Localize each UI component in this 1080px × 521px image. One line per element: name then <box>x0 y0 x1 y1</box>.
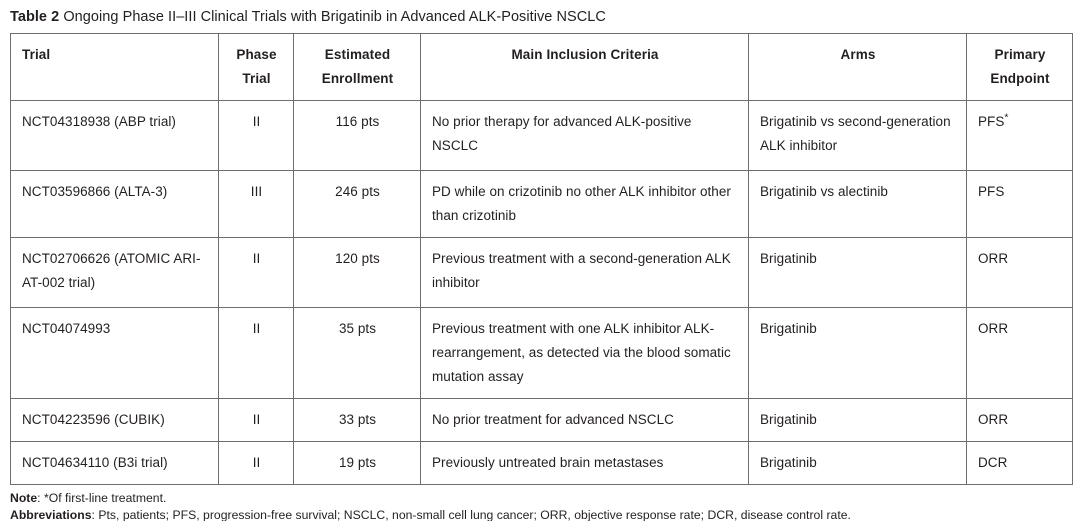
column-header-enrollment-line1: Estimated <box>324 47 391 62</box>
cell-endpoint: PFS <box>966 170 1073 238</box>
column-header-endpoint-line1: Primary <box>994 47 1046 62</box>
cell-endpoint: ORR <box>966 398 1073 442</box>
footnote-marker: * <box>1004 111 1009 124</box>
cell-enrollment: 246 pts <box>293 170 421 238</box>
cell-endpoint: DCR <box>966 441 1073 485</box>
column-header-arms: Arms <box>748 33 967 101</box>
cell-trial: NCT02706626 (ATOMIC ARI-AT-002 trial) <box>10 237 219 308</box>
cell-criteria: No prior treatment for advanced NSCLC <box>420 398 749 442</box>
table-row: NCT04318938 (ABP trial) II 116 pts No pr… <box>10 100 1073 171</box>
table-number: Table 2 <box>10 9 60 25</box>
footnote-note: Note: *Of first-line treatment. <box>10 490 1080 507</box>
footnote-abbreviations: Abbreviations: Pts, patients; PFS, progr… <box>10 507 1080 521</box>
cell-arms: Brigatinib <box>748 307 967 399</box>
table-row: NCT02706626 (ATOMIC ARI-AT-002 trial) II… <box>10 237 1073 308</box>
cell-enrollment: 33 pts <box>293 398 421 442</box>
cell-criteria: Previously untreated brain metastases <box>420 441 749 485</box>
cell-endpoint-text: PFS <box>978 114 1005 129</box>
cell-arms: Brigatinib <box>748 398 967 442</box>
table-row: NCT04634110 (B3i trial) II 19 pts Previo… <box>10 441 1073 485</box>
column-header-trial-label: Trial <box>22 47 51 62</box>
cell-arms: Brigatinib vs alectinib <box>748 170 967 238</box>
cell-arms: Brigatinib <box>748 237 967 308</box>
cell-phase: II <box>218 307 294 399</box>
table-row: NCT04074993 II 35 pts Previous treatment… <box>10 307 1073 399</box>
cell-criteria: Previous treatment with a second-generat… <box>420 237 749 308</box>
column-header-criteria-label: Main Inclusion Criteria <box>511 47 659 62</box>
footnote-abbrev-text: : Pts, patients; PFS, progression-free s… <box>91 507 851 521</box>
column-header-phase-line2: Trial <box>242 71 271 86</box>
footnote-abbrev-label: Abbreviations <box>10 507 92 521</box>
column-header-endpoint: Primary Endpoint <box>966 33 1073 101</box>
cell-phase: III <box>218 170 294 238</box>
cell-enrollment: 120 pts <box>293 237 421 308</box>
column-header-phase: Phase Trial <box>218 33 294 101</box>
cell-enrollment: 35 pts <box>293 307 421 399</box>
column-header-phase-line1: Phase <box>236 47 277 62</box>
cell-trial: NCT04318938 (ABP trial) <box>10 100 219 171</box>
column-header-endpoint-line2: Endpoint <box>990 71 1050 86</box>
cell-trial: NCT04074993 <box>10 307 219 399</box>
footnote-note-label: Note <box>10 491 38 505</box>
cell-criteria: PD while on crizotinib no other ALK inhi… <box>420 170 749 238</box>
cell-arms: Brigatinib vs second-generation ALK inhi… <box>748 100 967 171</box>
cell-endpoint: ORR <box>966 237 1073 308</box>
cell-arms: Brigatinib <box>748 441 967 485</box>
table-header-row: Trial Phase Trial Estimated Enrollment M… <box>10 33 1073 101</box>
cell-phase: II <box>218 398 294 442</box>
cell-phase: II <box>218 100 294 171</box>
table-row: NCT04223596 (CUBIK) II 33 pts No prior t… <box>10 398 1073 442</box>
cell-criteria: No prior therapy for advanced ALK-positi… <box>420 100 749 171</box>
table-footnotes: Note: *Of first-line treatment. Abbrevia… <box>10 490 1080 521</box>
cell-phase: II <box>218 237 294 308</box>
cell-phase: II <box>218 441 294 485</box>
cell-enrollment: 116 pts <box>293 100 421 171</box>
cell-endpoint: PFS* <box>966 100 1073 171</box>
table-caption-body: Ongoing Phase II–III Clinical Trials wit… <box>63 9 606 25</box>
cell-criteria: Previous treatment with one ALK inhibito… <box>420 307 749 399</box>
cell-trial: NCT03596866 (ALTA-3) <box>10 170 219 238</box>
cell-enrollment: 19 pts <box>293 441 421 485</box>
column-header-enrollment-line2: Enrollment <box>321 71 394 86</box>
cell-endpoint: ORR <box>966 307 1073 399</box>
column-header-trial: Trial <box>10 33 219 101</box>
column-header-criteria: Main Inclusion Criteria <box>420 33 749 101</box>
column-header-enrollment: Estimated Enrollment <box>293 33 421 101</box>
table-row: NCT03596866 (ALTA-3) III 246 pts PD whil… <box>10 170 1073 238</box>
column-header-arms-label: Arms <box>840 47 876 62</box>
clinical-trials-table: Trial Phase Trial Estimated Enrollment M… <box>10 33 1073 485</box>
footnote-note-text: : *Of first-line treatment. <box>37 491 167 505</box>
cell-trial: NCT04223596 (CUBIK) <box>10 398 219 442</box>
cell-trial: NCT04634110 (B3i trial) <box>10 441 219 485</box>
table-caption: Table 2 Ongoing Phase II–III Clinical Tr… <box>0 0 1080 33</box>
